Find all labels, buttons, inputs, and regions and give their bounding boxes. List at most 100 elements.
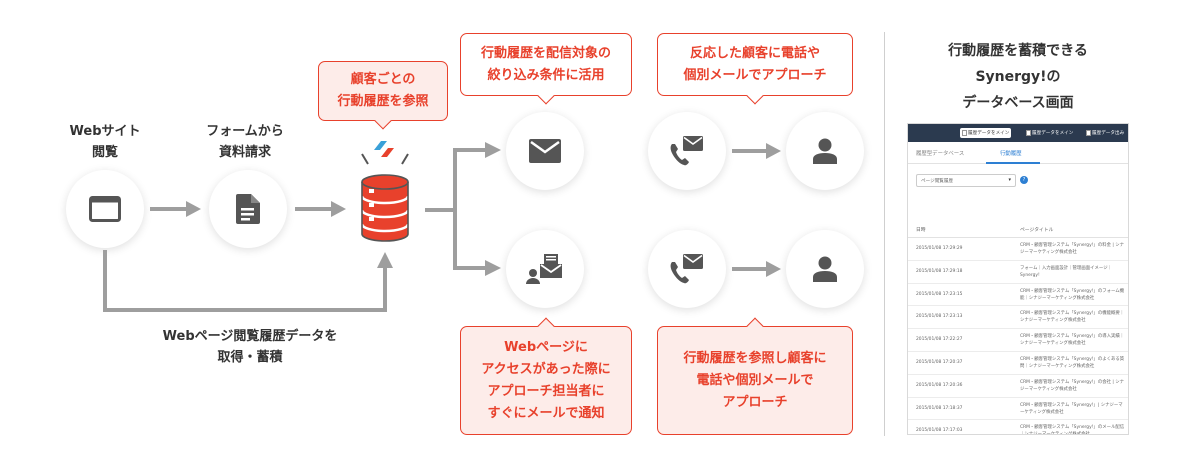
browse-label-line2: 閲覧 <box>91 145 118 160</box>
notify-line4: すぐにメールで通知 <box>487 405 605 421</box>
db-ref-line2: 行動履歴を参照 <box>337 94 429 109</box>
screenshot-subtabs: 履歴型データベース 行動履歴 <box>908 142 1128 164</box>
loop-arrow <box>103 250 393 312</box>
row-date: 2015/01/08 17:23:13 <box>916 314 963 320</box>
table-row[interactable]: 2015/01/08 17:17:03 CRM・顧客管理システム「Synergy!… <box>908 420 1128 435</box>
select-value: ページ閲覧履歴 <box>921 179 954 184</box>
right-title-line2: Synergy!の <box>975 69 1061 85</box>
bubble-tail <box>746 317 764 335</box>
form-label-line2: 資料請求 <box>218 145 271 160</box>
row-date: 2015/01/08 17:20:37 <box>916 359 963 365</box>
arrow-icon <box>732 143 781 159</box>
column-page-title: ページタイトル <box>1020 228 1054 233</box>
person-circle-bottom <box>786 230 864 308</box>
screenshot-topbar: 履歴データをメイン 履歴データをメイン 履歴データ出み <box>908 124 1128 142</box>
mail-target-bubble: 行動履歴を配信対象の 絞り込み条件に活用 <box>460 33 632 105</box>
tab-square-icon <box>962 130 967 136</box>
table-row[interactable]: 2015/01/08 17:22:27 CRM・顧客管理システム「Synergy!… <box>908 329 1128 352</box>
table-row[interactable]: 2015/01/08 17:20:37 CRM・顧客管理システム「Synergy!… <box>908 352 1128 375</box>
synergy-logo-icon <box>374 141 394 157</box>
mail-icon <box>529 139 561 163</box>
db-ref-bubble: 顧客ごとの 行動履歴を参照 <box>318 61 448 130</box>
column-date: 日時 <box>916 228 926 233</box>
row-date: 2015/01/08 17:18:37 <box>916 405 963 411</box>
database-group <box>352 140 418 245</box>
browse-label-line1: Webサイト <box>69 124 141 139</box>
call-bottom-line2: 電話や個別メールで <box>696 372 814 388</box>
browse-label: Webサイト 閲覧 <box>55 121 155 163</box>
history-type-select[interactable]: ページ閲覧履歴 ▾ <box>916 174 1016 187</box>
table-row[interactable]: 2015/01/08 17:29:29 CRM・顧客管理システム「Synergy!… <box>908 238 1128 261</box>
bottom-label: Webページ閲覧履歴データを 取得・蓄積 <box>130 326 370 368</box>
bottom-label-line1: Webページ閲覧履歴データを <box>162 329 338 344</box>
mail-target-line2: 絞り込み条件に活用 <box>487 67 605 83</box>
divider <box>884 32 885 436</box>
call-bottom-line3: アプローチ <box>722 394 788 410</box>
browser-window-icon <box>89 196 121 222</box>
document-icon <box>236 194 260 224</box>
arrow-icon <box>295 201 346 217</box>
notify-line3: アプローチ担当者に <box>487 383 605 399</box>
row-title: フォーム｜入力画面設計｜管理画面イメージ｜Synergy! <box>1020 265 1112 278</box>
chevron-down-icon: ▾ <box>1008 177 1011 183</box>
row-title: CRM・顧客管理システム「Synergy!」の導入実績｜シナジーマーケティング株… <box>1020 334 1125 347</box>
row-title: CRM・顧客管理システム「Synergy!」のフォーム機能｜シナジーマーケティン… <box>1020 288 1125 301</box>
screenshot-top-tab[interactable]: 履歴データをメイン <box>1024 128 1075 138</box>
subtab-history-db[interactable]: 履歴型データベース <box>916 151 965 157</box>
table-row[interactable]: 2015/01/08 17:23:15 CRM・顧客管理システム「Synergy!… <box>908 284 1128 307</box>
form-label-line1: フォームから <box>206 124 284 139</box>
document-circle <box>209 170 287 248</box>
call-bottom-line1: 行動履歴を参照し顧客に <box>683 350 827 366</box>
row-title: CRM・顧客管理システム「Synergy!」の会社 | シナジーマーケティング株… <box>1020 379 1125 392</box>
mail-circle <box>506 112 584 190</box>
tab-square-icon <box>1086 130 1091 136</box>
call-top-line1: 反応した顧客に電話や <box>689 45 820 61</box>
right-title-line3: データベース画面 <box>962 95 1074 111</box>
spark-lines-icon <box>361 153 409 165</box>
database-icon <box>360 174 410 242</box>
mail-target-line1: 行動履歴を配信対象の <box>480 45 611 61</box>
row-title: CRM・顧客管理システム「Synergy!」| シナジーマーケティング株式会社 <box>1020 402 1123 415</box>
help-icon[interactable]: ? <box>1020 176 1028 184</box>
branch-arrows <box>425 142 501 276</box>
db-screenshot: 履歴データをメイン 履歴データをメイン 履歴データ出み 履歴型データベース 行動… <box>907 123 1129 435</box>
notify-circle <box>506 230 584 308</box>
row-title: CRM・顧客管理システム「Synergy!」のメール配信｜シナジーマーケティング… <box>1020 425 1125 435</box>
row-date: 2015/01/08 17:17:03 <box>916 428 963 434</box>
browser-circle <box>66 170 144 248</box>
bubble-tail <box>374 112 392 130</box>
db-ref-line1: 顧客ごとの <box>350 72 416 87</box>
subtab-behavior-history[interactable]: 行動履歴 <box>1000 151 1022 157</box>
row-title: CRM・顧客管理システム「Synergy!」の料金 | シナジーマーケティング株… <box>1020 243 1125 255</box>
row-date: 2015/01/08 17:29:29 <box>916 246 963 251</box>
call-top-bubble: 反応した顧客に電話や 個別メールでアプローチ <box>657 33 853 105</box>
screenshot-top-tab-label: 履歴データ出み <box>1092 131 1125 136</box>
notify-bubble: Webページに アクセスがあった際に アプローチ担当者に すぐにメールで通知 <box>460 317 632 435</box>
screenshot-top-tab[interactable]: 履歴データをメイン <box>960 128 1012 138</box>
row-title: CRM・顧客管理システム「Synergy!」の機能概要｜シナジーマーケティング株… <box>1020 311 1125 324</box>
row-date: 2015/01/08 17:23:15 <box>916 291 963 297</box>
right-title: 行動履歴を蓄積できる Synergy!の データベース画面 <box>907 38 1129 116</box>
bubble-tail <box>746 87 764 105</box>
screenshot-top-tab-label: 履歴データをメイン <box>1032 131 1074 136</box>
screenshot-top-tab-label: 履歴データをメイン <box>968 131 1010 136</box>
call-top-line2: 個別メールでアプローチ <box>683 67 827 83</box>
phone-mail-icon <box>670 136 703 166</box>
notify-line1: Webページに <box>504 339 588 355</box>
phone-mail-icon <box>670 254 703 284</box>
table-row[interactable]: 2015/01/08 17:23:13 CRM・顧客管理システム「Synergy!… <box>908 306 1128 330</box>
screenshot-top-tab[interactable]: 履歴データ出み <box>1084 128 1126 138</box>
person-icon <box>813 138 837 164</box>
bubble-tail <box>537 87 555 105</box>
bubble-tail <box>537 317 555 335</box>
table-row[interactable]: 2015/01/08 17:18:37 CRM・顧客管理システム「Synergy!… <box>908 398 1128 421</box>
person-icon <box>813 256 837 282</box>
table-row[interactable]: 2015/01/08 17:20:36 CRM・顧客管理システム「Synergy!… <box>908 375 1128 398</box>
row-date: 2015/01/08 17:22:27 <box>916 337 963 343</box>
row-title: CRM・顧客管理システム「Synergy!」のよくある質問｜シナジーマーケティン… <box>1020 356 1125 369</box>
person-mail-icon <box>526 254 562 284</box>
right-title-line1: 行動履歴を蓄積できる <box>948 43 1088 59</box>
bottom-label-line2: 取得・蓄積 <box>217 350 283 365</box>
row-date: 2015/01/08 17:20:36 <box>916 382 963 388</box>
